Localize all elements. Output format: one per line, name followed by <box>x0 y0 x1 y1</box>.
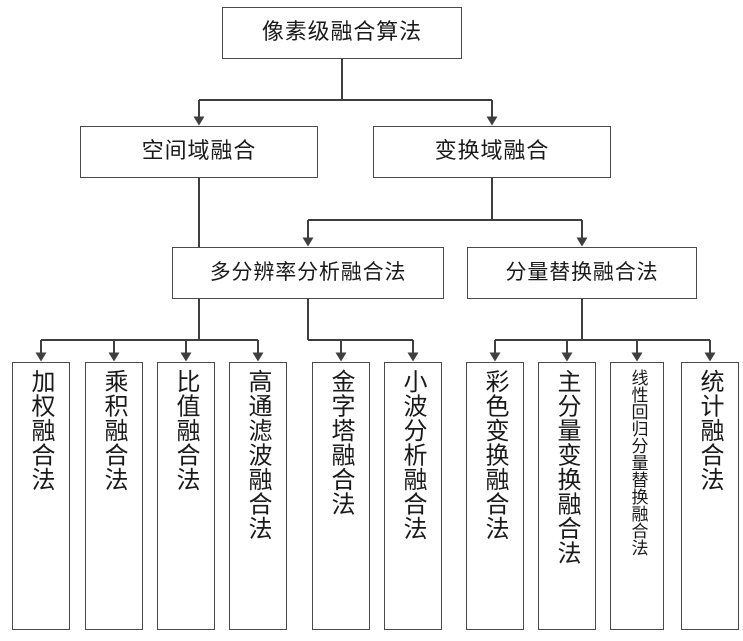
node-pyramid-fusion[interactable]: 金字塔融合法 <box>312 362 370 630</box>
node-label: 多分辨率分析融合法 <box>209 260 407 285</box>
node-high-pass-filter-fusion[interactable]: 高通滤波融合法 <box>229 362 287 630</box>
node-product-fusion[interactable]: 乘积融合法 <box>85 362 143 630</box>
node-label: 空间域融合 <box>141 138 257 164</box>
node-label: 加权融合法 <box>27 369 55 492</box>
node-label: 统计融合法 <box>696 369 724 492</box>
node-label: 比值融合法 <box>172 369 200 492</box>
node-transform-domain-fusion[interactable]: 变换域融合 <box>373 126 611 178</box>
node-root-pixel-level-fusion-algorithm[interactable]: 像素级融合算法 <box>222 7 462 59</box>
node-linear-regression-component-substitution-fusion[interactable]: 线性回归分量替换融合法 <box>610 362 664 630</box>
node-label: 彩色变换融合法 <box>481 369 509 541</box>
node-weighted-fusion[interactable]: 加权融合法 <box>12 362 70 630</box>
node-label: 线性回归分量替换融合法 <box>627 369 648 556</box>
node-label: 小波分析融合法 <box>399 369 427 541</box>
node-principal-component-transform-fusion[interactable]: 主分量变换融合法 <box>538 362 596 630</box>
node-statistical-fusion[interactable]: 统计融合法 <box>681 362 739 630</box>
node-label: 高通滤波融合法 <box>244 369 272 541</box>
node-wavelet-analysis-fusion[interactable]: 小波分析融合法 <box>384 362 442 630</box>
node-label: 分量替换融合法 <box>505 260 659 285</box>
node-ratio-fusion[interactable]: 比值融合法 <box>157 362 215 630</box>
node-color-transform-fusion[interactable]: 彩色变换融合法 <box>466 362 524 630</box>
node-label: 金字塔融合法 <box>327 369 355 516</box>
node-spatial-domain-fusion[interactable]: 空间域融合 <box>80 126 318 178</box>
node-multiresolution-analysis-fusion[interactable]: 多分辨率分析融合法 <box>172 247 444 299</box>
node-label: 乘积融合法 <box>100 369 128 492</box>
node-label: 像素级融合算法 <box>261 19 423 45</box>
node-component-substitution-fusion[interactable]: 分量替换融合法 <box>467 247 697 299</box>
node-label: 变换域融合 <box>434 138 550 164</box>
node-label: 主分量变换融合法 <box>553 369 581 565</box>
